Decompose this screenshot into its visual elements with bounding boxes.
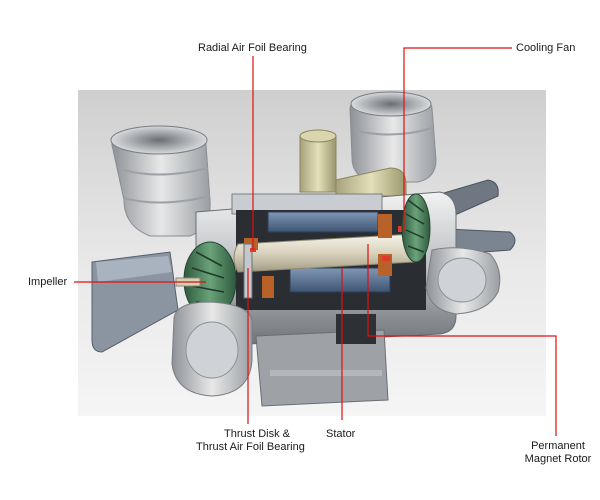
- left-volute: [171, 301, 253, 397]
- label-radial-air-foil-bearing: Radial Air Foil Bearing: [198, 42, 307, 54]
- thrust-disk: [243, 243, 253, 299]
- label-permanent-magnet-line1: Permanent: [531, 440, 585, 452]
- stator-top-section: [267, 211, 379, 233]
- winding-right-top: [378, 214, 392, 238]
- cutaway-interior: [233, 210, 426, 310]
- inlet-elbow-duct: [110, 125, 211, 237]
- label-permanent-magnet-rotor: Permanent Magnet Rotor: [520, 440, 596, 466]
- label-impeller: Impeller: [28, 276, 68, 288]
- label-cooling-fan: Cooling Fan: [516, 42, 576, 54]
- label-stator: Stator: [326, 428, 356, 440]
- left-inlet-nozzle: [91, 251, 179, 353]
- right-volute: [425, 247, 501, 315]
- label-thrust-disk-line2: Thrust Air Foil Bearing: [196, 441, 305, 453]
- stator-bottom-section: [289, 267, 391, 293]
- label-thrust-disk: Thrust Disk & Thrust Air Foil Bearing: [196, 428, 305, 454]
- label-thrust-disk-line1: Thrust Disk &: [223, 428, 290, 440]
- olive-cooling-pipe: [299, 129, 407, 197]
- winding-left-bottom: [262, 276, 274, 298]
- label-permanent-magnet-line2: Magnet Rotor: [524, 453, 592, 465]
- cooling-fan: [401, 193, 431, 263]
